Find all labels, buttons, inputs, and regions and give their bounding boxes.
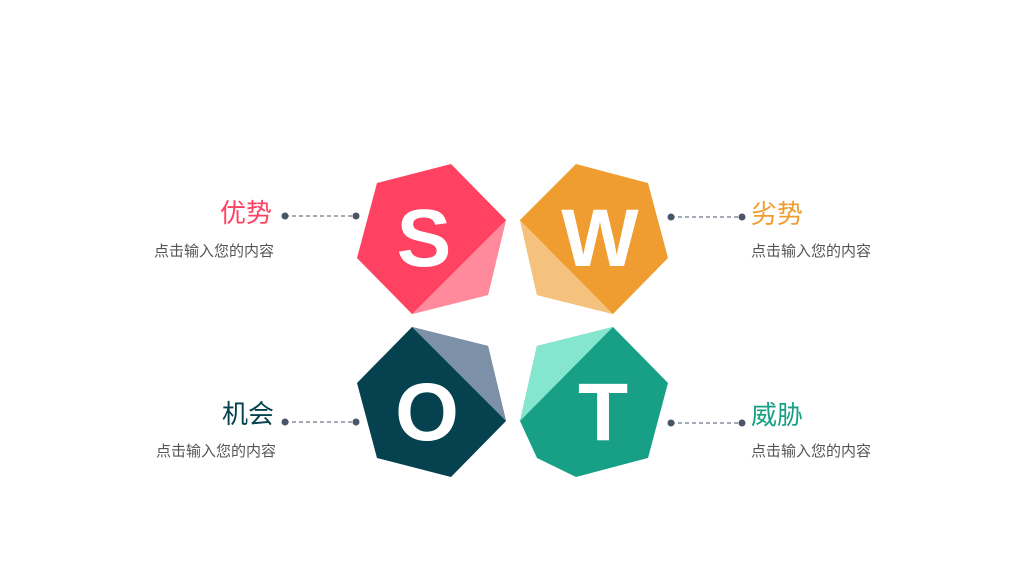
connector-t: [667, 419, 746, 427]
t-hexagon[interactable]: T: [520, 327, 668, 477]
s-hexagon[interactable]: S: [357, 164, 506, 314]
w-letter: W: [561, 193, 639, 284]
s-letter: S: [397, 193, 452, 284]
weakness-title: 劣势: [751, 200, 804, 230]
w-hexagon-shade: [520, 220, 613, 314]
t-letter: T: [578, 367, 628, 458]
threat-desc[interactable]: 点击输入您的内容: [751, 442, 872, 460]
o-hexagon[interactable]: O: [357, 327, 506, 477]
connector-o: [281, 418, 360, 426]
opportunity-desc[interactable]: 点击输入您的内容: [155, 442, 276, 460]
opportunity-title: 机会: [221, 400, 274, 430]
connector-w: [667, 213, 746, 221]
o-hexagon-shade: [412, 327, 506, 421]
threat-title: 威胁: [751, 401, 804, 431]
strength-desc[interactable]: 点击输入您的内容: [153, 242, 274, 260]
strength-title: 优势: [219, 199, 272, 229]
weakness-desc[interactable]: 点击输入您的内容: [751, 242, 872, 260]
t-hexagon-shade: [520, 327, 613, 421]
o-letter: O: [395, 367, 459, 458]
s-hexagon-shade: [412, 220, 506, 314]
w-hexagon[interactable]: W: [520, 164, 668, 314]
connector-s: [281, 212, 360, 220]
